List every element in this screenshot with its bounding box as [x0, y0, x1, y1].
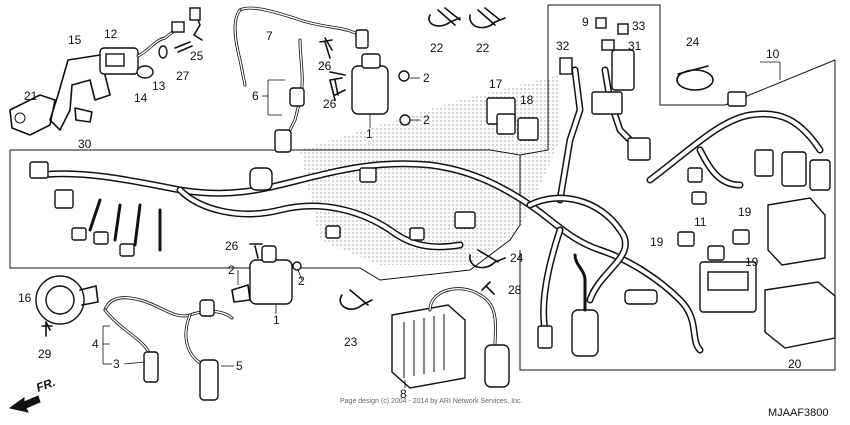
callout-19-a: 19 — [738, 205, 752, 219]
callout-16: 16 — [18, 291, 32, 305]
callout-17: 17 — [489, 77, 503, 91]
callout-24-top: 24 — [686, 35, 700, 49]
ignition-coil-bottom — [231, 245, 302, 305]
callout-9: 9 — [582, 15, 589, 29]
callout-26-a: 26 — [318, 59, 332, 73]
clamp-parts-22 — [428, 7, 506, 29]
callout-32: 32 — [556, 39, 570, 53]
callouts: 1 1 2 2 2 2 3 4 5 6 7 8 9 10 11 12 13 14… — [18, 15, 802, 401]
callout-28: 28 — [508, 283, 522, 297]
switch-part — [99, 21, 185, 75]
callout-31: 31 — [628, 39, 642, 53]
callout-2-a: 2 — [423, 71, 430, 85]
front-direction-label: FR. — [34, 375, 57, 395]
sub-harness-part — [646, 91, 831, 191]
control-unit-part — [699, 197, 836, 349]
callout-21: 21 — [24, 89, 38, 103]
diagram-code: MJAAF3800 — [768, 407, 829, 419]
callout-1-top: 1 — [366, 127, 373, 141]
callout-30: 30 — [78, 137, 92, 151]
callout-2-c: 2 — [228, 263, 235, 277]
bracket-part — [9, 54, 111, 136]
callout-19-c: 19 — [745, 255, 759, 269]
callout-2-b: 2 — [423, 113, 430, 127]
callout-1-bottom: 1 — [273, 313, 280, 327]
main-harness-part — [29, 160, 704, 354]
callout-14: 14 — [134, 91, 148, 105]
callout-11: 11 — [694, 215, 707, 229]
relay-parts-19 — [677, 191, 750, 261]
callout-5: 5 — [236, 359, 243, 373]
callout-23: 23 — [344, 335, 358, 349]
callout-20: 20 — [788, 357, 802, 371]
callout-10: 10 — [766, 47, 780, 61]
callout-22-a: 22 — [430, 41, 444, 55]
callout-8: 8 — [400, 387, 407, 401]
callout-27: 27 — [176, 69, 190, 83]
plug-lead-part — [233, 6, 369, 153]
horn-part — [35, 275, 99, 331]
callout-12: 12 — [104, 27, 118, 41]
callout-2-d: 2 — [298, 274, 305, 288]
callout-26-b: 26 — [323, 97, 337, 111]
callout-29: 29 — [38, 347, 52, 361]
callout-33: 33 — [632, 19, 646, 33]
clamp-parts-middle — [339, 249, 506, 310]
callout-25: 25 — [190, 49, 204, 63]
regulator-part — [391, 287, 510, 389]
bottle-part — [571, 253, 599, 357]
copyright-text: Page design (c) 2004 - 2014 by ARI Netwo… — [340, 398, 523, 405]
callout-24-middle: 24 — [510, 251, 524, 265]
callout-7: 7 — [266, 29, 273, 43]
callout-4: 4 — [92, 337, 99, 351]
ignition-coil-top — [324, 37, 411, 126]
callout-6: 6 — [252, 89, 259, 103]
relay-parts — [486, 97, 539, 141]
front-arrow-icon — [8, 395, 41, 413]
clamp-part-24-top — [676, 65, 714, 91]
fastener-parts — [136, 7, 203, 79]
callout-19-b: 19 — [650, 235, 664, 249]
callout-22-b: 22 — [476, 41, 490, 55]
callout-3: 3 — [113, 357, 120, 371]
callout-18: 18 — [520, 93, 534, 107]
fuse-parts — [556, 17, 651, 204]
leader-lines — [102, 61, 781, 388]
bolt-parts — [45, 39, 495, 337]
plug-lead-bottom-part — [103, 296, 234, 401]
callout-26-c: 26 — [225, 239, 239, 253]
callout-13: 13 — [152, 79, 166, 93]
callout-15: 15 — [68, 33, 82, 47]
